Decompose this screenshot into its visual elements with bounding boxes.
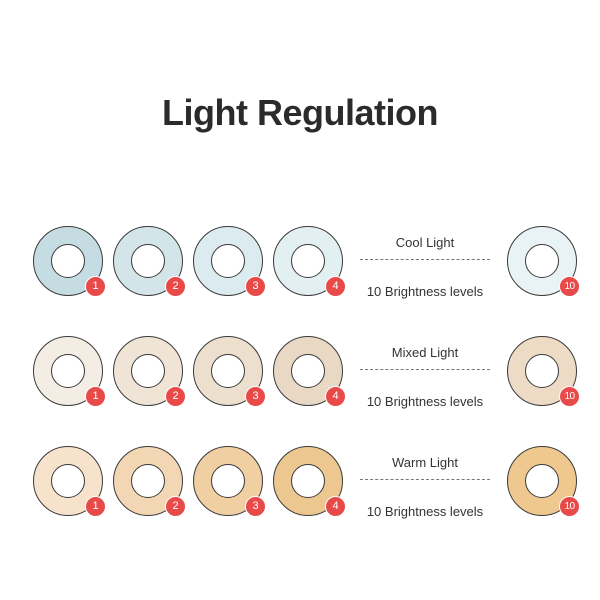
ring-hole: [525, 244, 559, 278]
ring-hole: [51, 354, 85, 388]
ring-light-icon: 3: [193, 336, 266, 407]
ring-light-icon: 4: [273, 336, 346, 407]
ring-hole: [525, 464, 559, 498]
ring-light-icon: 3: [193, 226, 266, 297]
brightness-levels-label: 10 Brightness levels: [366, 394, 484, 409]
ring-light-icon: 2: [113, 446, 186, 517]
ring-light-icon: 2: [113, 226, 186, 297]
level-badge: 4: [325, 386, 346, 407]
ring-hole: [131, 464, 165, 498]
level-badge: 2: [165, 386, 186, 407]
level-badge: 10: [559, 276, 580, 297]
level-badge: 4: [325, 496, 346, 517]
ring-light-icon: 2: [113, 336, 186, 407]
ring-light-icon: 10: [507, 226, 580, 297]
page-title: Light Regulation: [162, 92, 438, 133]
ring-hole: [51, 464, 85, 498]
dashed-divider: [360, 369, 490, 370]
level-badge: 10: [559, 386, 580, 407]
level-badge: 1: [85, 496, 106, 517]
ring-light-icon: 10: [507, 446, 580, 517]
level-badge: 10: [559, 496, 580, 517]
ring-light-icon: 1: [33, 336, 106, 407]
ring-hole: [291, 354, 325, 388]
ring-light-icon: 3: [193, 446, 266, 517]
ring-light-icon: 4: [273, 226, 346, 297]
level-badge: 1: [85, 276, 106, 297]
level-badge: 4: [325, 276, 346, 297]
mode-label: Cool Light: [395, 235, 455, 250]
level-badge: 2: [165, 496, 186, 517]
level-badge: 1: [85, 386, 106, 407]
level-badge: 3: [245, 386, 266, 407]
level-badge: 3: [245, 496, 266, 517]
level-badge: 2: [165, 276, 186, 297]
warm-light-row: 1 2 3 4 Warm Light 10 Brightness levels …: [0, 446, 600, 526]
mixed-light-row: 1 2 3 4 Mixed Light 10 Brightness levels…: [0, 336, 600, 416]
ring-light-icon: 1: [33, 446, 106, 517]
ring-hole: [131, 354, 165, 388]
ring-hole: [51, 244, 85, 278]
ring-light-icon: 1: [33, 226, 106, 297]
ring-light-icon: 10: [507, 336, 580, 407]
ring-hole: [211, 464, 245, 498]
dashed-divider: [360, 479, 490, 480]
dashed-divider: [360, 259, 490, 260]
ring-light-icon: 4: [273, 446, 346, 517]
brightness-levels-label: 10 Brightness levels: [366, 504, 484, 519]
ring-hole: [525, 354, 559, 388]
mode-label: Warm Light: [392, 455, 458, 470]
ring-hole: [291, 464, 325, 498]
brightness-levels-label: 10 Brightness levels: [366, 284, 484, 299]
ring-hole: [131, 244, 165, 278]
level-badge: 3: [245, 276, 266, 297]
ring-hole: [211, 354, 245, 388]
mode-label: Mixed Light: [391, 345, 459, 360]
ring-hole: [211, 244, 245, 278]
ring-hole: [291, 244, 325, 278]
cool-light-row: 1 2 3 4 Cool Light 10 Brightness levels …: [0, 226, 600, 306]
